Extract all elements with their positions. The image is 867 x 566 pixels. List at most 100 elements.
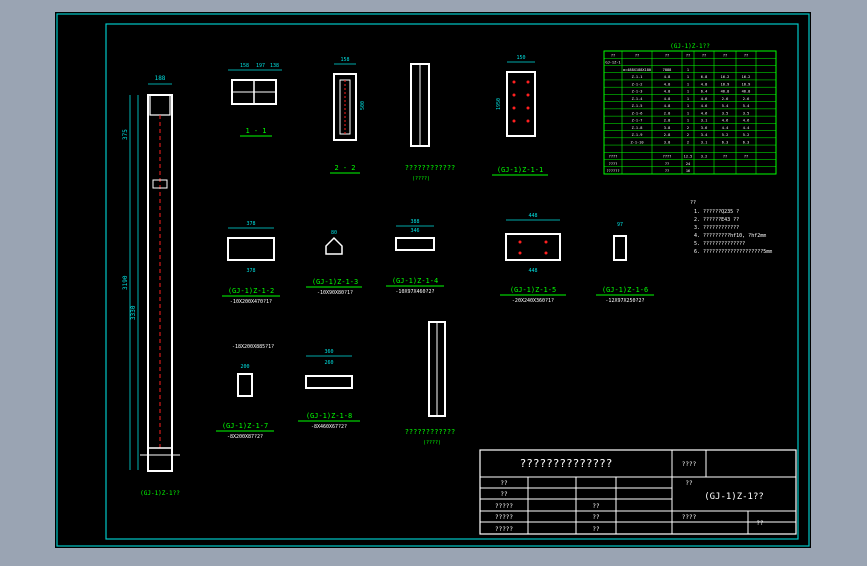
side-view: ???????????? (????) (405, 63, 456, 182)
bom-cell: Z-1-7 (632, 119, 643, 123)
bom-cell: a=488X188X180 (623, 68, 651, 72)
svg-text:(GJ-1)Z-1-3: (GJ-1)Z-1-3 (312, 278, 358, 286)
bom-cell: 16 (686, 169, 690, 173)
svg-text:1950: 1950 (496, 98, 502, 110)
svg-text:(GJ-1)Z-1-2: (GJ-1)Z-1-2 (228, 287, 274, 295)
svg-text:80: 80 (331, 230, 337, 236)
bom-cell: 46.8 (721, 90, 730, 94)
drawing-name: (GJ-1)Z-1?? (704, 492, 764, 502)
bom-cell: 3.4 (701, 133, 708, 137)
bom-cell: 16.2 (721, 75, 730, 79)
svg-text:-20X240X360?1?: -20X240X360?1? (512, 298, 554, 304)
svg-text:????????????: ???????????? (405, 164, 456, 172)
svg-text:360: 360 (324, 349, 333, 355)
sheet-border (56, 13, 810, 547)
bom-cell: ?? (686, 53, 690, 57)
bom-cell: ???? (663, 155, 672, 159)
svg-text:150: 150 (516, 55, 525, 61)
bom-cell: Z-1-1 (632, 75, 643, 79)
bom-cell: 5.4 (722, 104, 729, 108)
bom-cell: 7888 (663, 68, 672, 72)
column-stiffener (152, 179, 168, 189)
svg-text:138: 138 (270, 63, 279, 69)
bom-cell: 3.1 (701, 119, 708, 123)
bom-title: (GJ-1)Z-1?? (670, 43, 710, 50)
svg-text:????????????: ???????????? (405, 428, 456, 436)
svg-text:388: 388 (410, 219, 419, 225)
part-z-1-7: -18X200X885?1? 200 (GJ-1)Z-1-7 -8X200X87… (216, 344, 274, 440)
svg-text:3. ????????????: 3. ???????????? (694, 225, 739, 231)
section-2-2-title: 2 - 2 (334, 164, 355, 172)
section-2-2: 158 500 2 - 2 (330, 57, 366, 174)
bom-cell: ?? (723, 53, 727, 57)
svg-text:500: 500 (360, 101, 366, 110)
part-z-1-4: 388 346 (GJ-1)Z-1-4 -10X97X460?2? (386, 219, 444, 295)
plate-z-1-1-title: (GJ-1)Z-1-1 (497, 166, 543, 174)
svg-text:-10X90X80?1?: -10X90X80?1? (317, 290, 353, 296)
bottom-side-view: ???????????? (????) (405, 321, 456, 446)
svg-text:??: ?? (685, 480, 693, 487)
bom-cell: 2 (687, 140, 689, 144)
svg-text:??: ?? (500, 480, 508, 487)
bom-cell: ?? (611, 53, 615, 57)
bom-cell: ?? (665, 162, 669, 166)
bom-cell: 3.8 (664, 126, 671, 130)
svg-text:(????): (????) (412, 176, 430, 182)
svg-text:????: ???? (682, 514, 697, 521)
bom-cell: 1 (687, 97, 689, 101)
svg-text:448: 448 (528, 213, 537, 219)
bom-cell: ???? (609, 155, 618, 159)
bom-cell: 2 (687, 133, 689, 137)
bom-cell: 3.1 (701, 140, 708, 144)
svg-text:-12X97X250?2?: -12X97X250?2? (605, 298, 644, 304)
bom-cell: Z-1-5 (632, 104, 643, 108)
inner-frame (105, 23, 799, 540)
bom-cell: 16.9 (721, 82, 730, 86)
bom-cell: 4.8 (664, 90, 671, 94)
svg-text:??: ?? (500, 491, 508, 498)
bom-cell: Z-1-8 (632, 126, 643, 130)
bom-cell: ?? (635, 53, 639, 57)
bom-cell: 6.3 (743, 140, 750, 144)
bom-cell: 4.4 (722, 126, 729, 130)
bom-cell: 2.6 (743, 97, 750, 101)
elev-dim-2: 3190 (122, 275, 129, 290)
bom-cell: 3.5 (722, 111, 729, 115)
svg-text:378: 378 (246, 221, 255, 227)
bom-cell: 4.8 (664, 97, 671, 101)
svg-text:378: 378 (246, 268, 255, 274)
bom-cell: 2.8 (664, 119, 671, 123)
svg-text:2. ??????E43 ??: 2. ??????E43 ?? (694, 217, 739, 223)
bom-cell: Z-1-2 (632, 82, 643, 86)
bom-cell: ?? (744, 53, 748, 57)
bom-cell: 4.8 (664, 104, 671, 108)
svg-text:-10X97X460?2?: -10X97X460?2? (395, 289, 434, 295)
svg-text:-8X460X67?2?: -8X460X67?2? (311, 424, 347, 430)
bom-cell: 16.2 (742, 75, 751, 79)
svg-text:1. ??????Q235 ?: 1. ??????Q235 ? (694, 209, 739, 215)
section-1-1-title: 1 - 1 (245, 127, 266, 135)
bom-cell: ?? (702, 53, 706, 57)
bom-cell: Z-1-9 (632, 133, 643, 137)
bom-cell: 5.4 (743, 104, 750, 108)
project-name: ?????????????? (520, 457, 613, 470)
bom-cell: 4.6 (701, 104, 708, 108)
bom-cell: 4.4 (743, 126, 750, 130)
bom-cell: ?????? (607, 169, 620, 173)
svg-text:??: ?? (690, 200, 696, 206)
elev-dim-3: 3330 (130, 305, 137, 320)
svg-text:346: 346 (410, 228, 419, 234)
bom-cell: 1 (687, 104, 689, 108)
bom-cell: 2 (687, 126, 689, 130)
svg-text:(GJ-1)Z-1-6: (GJ-1)Z-1-6 (602, 286, 648, 294)
bom-cell: Z-1-4 (632, 97, 643, 101)
bom-cell: ?? (744, 155, 748, 159)
bom-cell: 4.8 (701, 82, 708, 86)
svg-text:260: 260 (324, 360, 333, 366)
elev-dim-1: 375 (122, 129, 129, 140)
bom-cell: 4.6 (743, 119, 750, 123)
bom-cell: 1 (687, 119, 689, 123)
svg-text:200: 200 (240, 364, 249, 370)
bom-cell: 6.8 (701, 75, 708, 79)
